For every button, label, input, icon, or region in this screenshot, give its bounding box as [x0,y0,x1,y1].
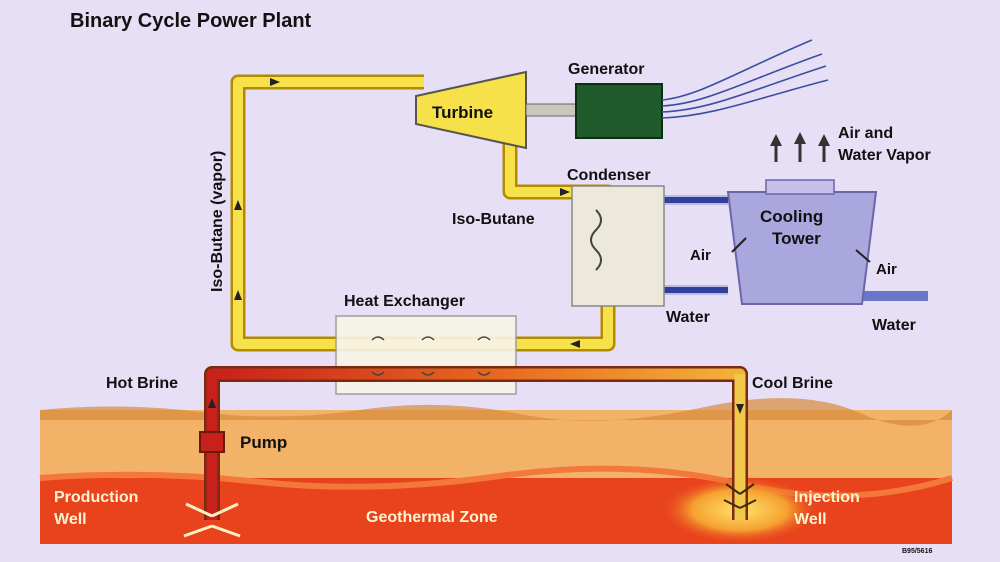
diagram-title: Binary Cycle Power Plant [70,10,312,32]
turbine-label: Turbine [432,103,493,122]
brine-flow-arrows [208,398,744,414]
heat-exchanger-box [335,315,517,395]
condenser-label: Condenser [567,167,651,184]
water-left-label: Water [666,309,710,326]
water-right-label: Water [872,317,916,334]
vapor-arrows [770,132,830,162]
injection-well-label-2: Well [794,511,827,528]
iso-butane-flow-arrows [234,78,580,348]
iso-butane-label: Iso-Butane [452,211,535,228]
heat-exchanger-label: Heat Exchanger [344,293,465,310]
hot-brine-label: Hot Brine [106,375,178,392]
cooling-tower-label-2: Tower [772,229,821,248]
production-well-label-2: Well [54,511,87,528]
air-and-vapor-label-2: Water Vapor [838,147,931,164]
iso-butane-vapor-label: Iso-Butane (vapor) [209,151,226,292]
air-and-vapor-label-1: Air and [838,125,893,142]
injection-well-roots [723,483,757,509]
pump-body [199,431,225,453]
soil-layer [40,410,952,480]
injection-well-label-1: Injection [794,489,860,506]
generator-box [575,83,663,139]
figure-code: B95/5616 [902,548,932,555]
air-right-label: Air [876,261,897,278]
turbine-shaft [525,103,577,117]
condenser-coil [590,209,602,271]
turbine-body [415,70,527,150]
cooling-tower-fan [765,179,835,195]
production-well-label-1: Production [54,489,138,506]
power-lines [661,39,829,119]
production-well-roots [183,502,241,538]
cooling-tower-label-1: Cooling [760,207,823,226]
generator-label: Generator [568,61,644,78]
air-inflow-arrows [731,237,871,263]
geothermal-zone-label: Geothermal Zone [366,509,498,526]
soil-texture [40,398,952,426]
air-left-label: Air [690,247,711,264]
condenser-box [571,185,665,307]
cool-brine-label: Cool Brine [752,375,833,392]
heat-exchanger-coils [371,336,491,376]
pump-label: Pump [240,433,287,452]
